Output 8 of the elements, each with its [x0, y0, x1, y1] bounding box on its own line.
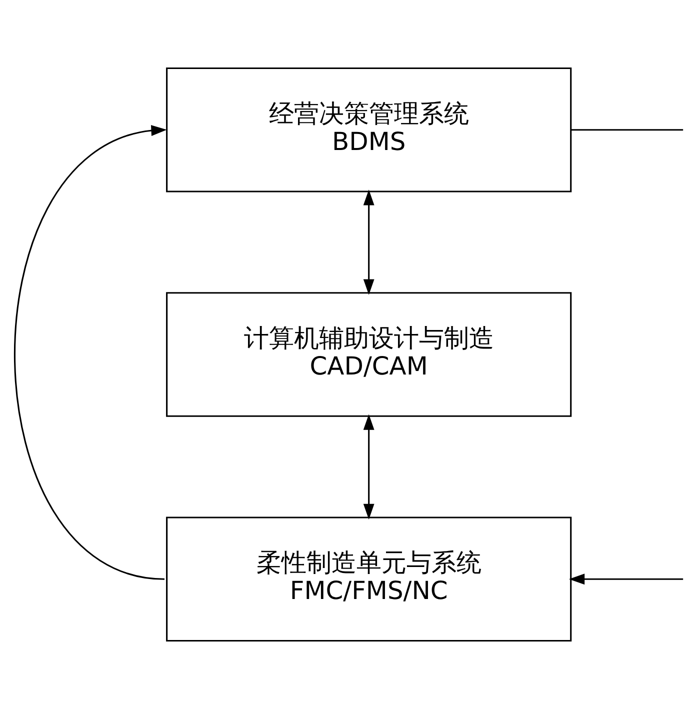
node-box: 计算机辅助设计与制造 CAD/CAM: [166, 292, 572, 416]
arrow: [568, 573, 684, 584]
arrow: [14, 124, 167, 580]
arrow: [363, 414, 374, 519]
connector: [571, 128, 684, 130]
node-box: 柔性制造单元与系统 FMC/FMS/NC: [166, 516, 572, 642]
node-box: 经营决策管理系统 BDMS: [166, 66, 572, 192]
arrow: [363, 189, 374, 294]
